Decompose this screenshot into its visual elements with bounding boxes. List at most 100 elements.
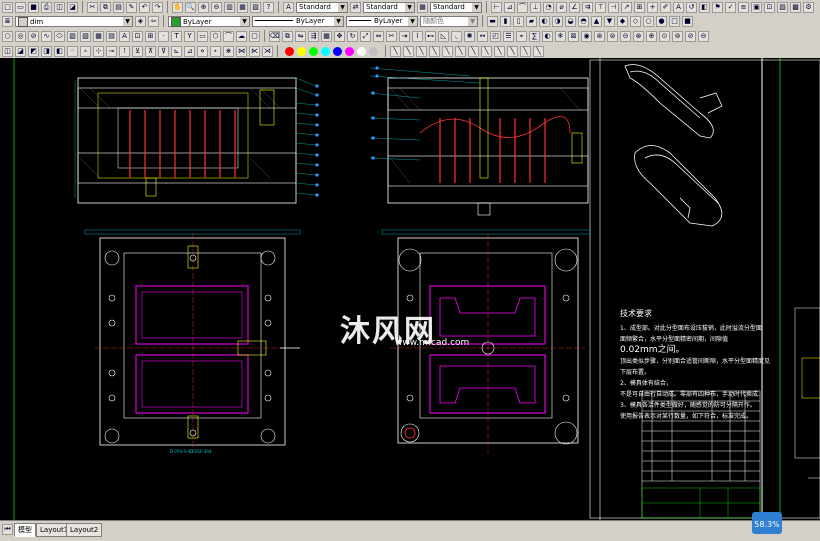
ring-icon[interactable]: ◎ <box>15 30 26 42</box>
line-h-icon[interactable]: ╲ <box>481 45 492 57</box>
region-icon[interactable]: ▦ <box>93 30 104 42</box>
snap-j-icon[interactable]: ⊺ <box>119 45 130 57</box>
line-j-icon[interactable]: ╲ <box>507 45 518 57</box>
rectangle-icon[interactable]: ▭ <box>197 30 208 42</box>
tab-model[interactable]: 模型 <box>14 523 36 537</box>
tool-o-icon[interactable]: □ <box>669 15 680 27</box>
line-d-icon[interactable]: ╲ <box>429 45 440 57</box>
tool-g-icon[interactable]: ◒ <box>565 15 576 27</box>
line-k-icon[interactable]: ╲ <box>520 45 531 57</box>
tool-i-icon[interactable]: ▲ <box>591 15 602 27</box>
dim-style-select[interactable]: Standard▼ <box>363 1 415 13</box>
tool-k-icon[interactable]: ◆ <box>617 15 628 27</box>
grid-icon[interactable]: ▩ <box>790 1 801 13</box>
print-icon[interactable]: ⎙ <box>41 1 52 13</box>
tool-l-icon[interactable]: ◇ <box>630 15 641 27</box>
line-c-icon[interactable]: ╲ <box>416 45 427 57</box>
extra-d-icon[interactable]: ⊖ <box>698 30 709 42</box>
zoom-previous-icon[interactable]: ⊖ <box>211 1 222 13</box>
image-icon[interactable]: ▨ <box>777 1 788 13</box>
layer-select[interactable]: dim▼ <box>15 15 133 27</box>
distance-icon[interactable]: ↔ <box>477 30 488 42</box>
tab-layout1[interactable]: Layout1 <box>36 523 73 537</box>
pan-icon[interactable]: ✋ <box>172 1 183 13</box>
center-mark-icon[interactable]: + <box>647 1 658 13</box>
tool-f-icon[interactable]: ◑ <box>552 15 563 27</box>
tool-palette-icon[interactable]: ▧ <box>250 1 261 13</box>
tool-p-icon[interactable]: ■ <box>682 15 693 27</box>
plot-style-select[interactable]: 随颜色▼ <box>420 15 478 27</box>
layer-manager-icon[interactable]: ≣ <box>2 15 13 27</box>
snap-g-icon[interactable]: ∘ <box>80 45 91 57</box>
palette-color-1[interactable] <box>297 46 306 56</box>
snap-o-icon[interactable]: ⊿ <box>184 45 195 57</box>
dim-angular-icon[interactable]: ∠ <box>569 1 580 13</box>
extend-icon[interactable]: ⇥ <box>399 30 410 42</box>
continue-dim-icon[interactable]: ⊣ <box>608 1 619 13</box>
lineweight-select[interactable]: ByLayer▼ <box>346 15 418 27</box>
circle-icon[interactable]: ○ <box>2 30 13 42</box>
insert-icon[interactable]: ⊡ <box>764 1 775 13</box>
snap-d-icon[interactable]: ◨ <box>41 45 52 57</box>
snap-a-icon[interactable]: ◫ <box>2 45 13 57</box>
fillet-icon[interactable]: ◟ <box>451 30 462 42</box>
dim-update-icon[interactable]: ↺ <box>686 1 697 13</box>
tool-m-icon[interactable]: ○ <box>643 15 654 27</box>
quick-dim-icon[interactable]: ⇉ <box>582 1 593 13</box>
array-icon[interactable]: ▦ <box>321 30 332 42</box>
dim-text-edit-icon[interactable]: A <box>673 1 684 13</box>
layer-merge-icon[interactable]: ⊝ <box>620 30 631 42</box>
snap-m-icon[interactable]: ⊽ <box>158 45 169 57</box>
explode-icon[interactable]: ✺ <box>464 30 475 42</box>
erase-icon[interactable]: ⌫ <box>269 30 280 42</box>
trim-icon[interactable]: ✂ <box>386 30 397 42</box>
extra-c-icon[interactable]: ⊘ <box>685 30 696 42</box>
block-icon[interactable]: ▣ <box>751 1 762 13</box>
calc-icon[interactable]: ∑ <box>529 30 540 42</box>
tool-d-icon[interactable]: ▰ <box>526 15 537 27</box>
properties-icon[interactable]: ▥ <box>224 1 235 13</box>
tool-h-icon[interactable]: ◓ <box>578 15 589 27</box>
tool-b-icon[interactable]: ▮ <box>500 15 511 27</box>
offset-icon[interactable]: ⇶ <box>308 30 319 42</box>
tool-e-icon[interactable]: ◐ <box>539 15 550 27</box>
make-block-icon[interactable]: ⊞ <box>145 30 156 42</box>
tool-a-icon[interactable]: ▬ <box>487 15 498 27</box>
save-icon[interactable]: ■ <box>28 1 39 13</box>
palette-color-3[interactable] <box>321 46 330 56</box>
hatch-icon[interactable]: ▨ <box>67 30 78 42</box>
tool-j-icon[interactable]: ▼ <box>604 15 615 27</box>
paste-icon[interactable]: ▤ <box>113 1 124 13</box>
baseline-dim-icon[interactable]: ⊤ <box>595 1 606 13</box>
line-f-icon[interactable]: ╲ <box>455 45 466 57</box>
stretch-icon[interactable]: ⇔ <box>373 30 384 42</box>
tool-c-icon[interactable]: ▯ <box>513 15 524 27</box>
undo-icon[interactable]: ↶ <box>139 1 150 13</box>
spline-icon[interactable]: ∿ <box>41 30 52 42</box>
dim-diameter-icon[interactable]: ⌀ <box>556 1 567 13</box>
snap-e-icon[interactable]: ◧ <box>54 45 65 57</box>
polygon-icon[interactable]: ⬡ <box>210 30 221 42</box>
area-icon[interactable]: ◰ <box>490 30 501 42</box>
dim-style-manager-icon[interactable]: ◧ <box>699 1 710 13</box>
snap-k-icon[interactable]: ⊻ <box>132 45 143 57</box>
layer-previous-icon[interactable]: ⇦ <box>148 15 159 27</box>
redo-icon[interactable]: ↷ <box>152 1 163 13</box>
extra-a-icon[interactable]: ⊙ <box>659 30 670 42</box>
linetype-select[interactable]: ByLayer▼ <box>252 15 344 27</box>
join-icon[interactable]: ⊷ <box>425 30 436 42</box>
snap-l-icon[interactable]: ⊼ <box>145 45 156 57</box>
zoom-realtime-icon[interactable]: 🔍 <box>185 1 196 13</box>
scale-icon[interactable]: ⤢ <box>360 30 371 42</box>
layer-icon[interactable]: ≡ <box>738 1 749 13</box>
palette-color-2[interactable] <box>309 46 318 56</box>
copy-object-icon[interactable]: ⧉ <box>282 30 293 42</box>
line-e-icon[interactable]: ╲ <box>442 45 453 57</box>
dim-linear-icon[interactable]: ⊢ <box>491 1 502 13</box>
table-icon[interactable]: ▤ <box>106 30 117 42</box>
match-prop-icon[interactable]: ✎ <box>126 1 137 13</box>
point-icon[interactable]: · <box>158 30 169 42</box>
insert-block-icon[interactable]: ⊡ <box>132 30 143 42</box>
line-b-icon[interactable]: ╲ <box>403 45 414 57</box>
id-icon[interactable]: ⌖ <box>516 30 527 42</box>
